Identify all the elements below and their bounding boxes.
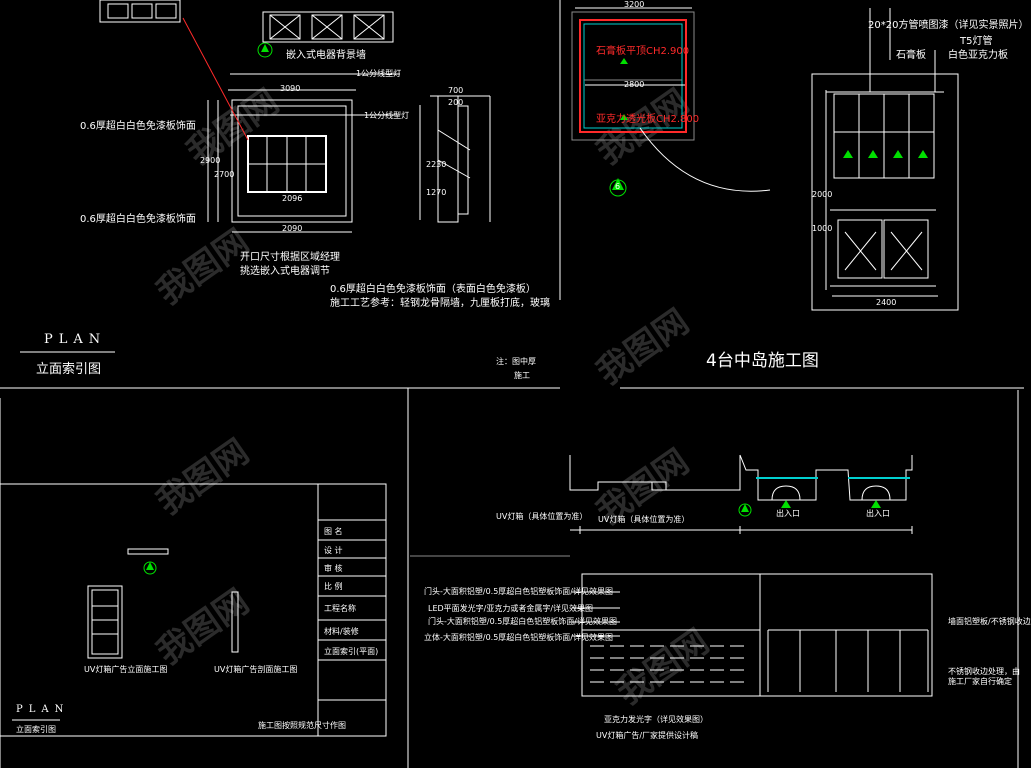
plant-icon <box>918 150 928 158</box>
left-label-2: 0.6厚超白白色免漆板饰面 <box>80 214 196 225</box>
right-note-3: 施工厂家自行确定 <box>948 677 1012 686</box>
plan-subtitle-bl: 立面索引图 <box>16 725 56 734</box>
dim-3090: 3090 <box>280 84 301 93</box>
dim-1270: 1270 <box>426 188 447 197</box>
acrylic-label: 白色亚克力板 <box>948 50 1008 61</box>
plant-icon <box>868 150 878 158</box>
short-note-2: 施工 <box>514 371 530 380</box>
dim-2096: 2096 <box>282 194 303 203</box>
dim-200: 200 <box>448 98 464 107</box>
embedded-appliance-wall-elevation <box>99 0 491 233</box>
plant-icon <box>893 150 903 158</box>
arrow-up-icon <box>781 500 791 508</box>
index-marker-icon <box>741 504 749 512</box>
title-block-row: 工程名称 <box>324 604 356 613</box>
ceiling-label-1: 石膏板平顶CH2.900 <box>596 46 690 57</box>
dim-2230: 2230 <box>426 160 447 169</box>
dim-mid: 2800 <box>624 80 645 89</box>
island-title: 4台中岛施工图 <box>706 351 819 371</box>
left-note-4: 立体-大面积铝塑/0.5厚超白色铝塑板饰面/详见效果图 <box>424 633 613 642</box>
arrow-up-icon <box>871 500 881 508</box>
footer-note: 施工图按照规范尺寸作图 <box>258 721 346 730</box>
left-label-1: 0.6厚超白白色免漆板饰面 <box>80 121 196 132</box>
title-block-row: 设 计 <box>324 546 343 555</box>
bottom-note-2: UV灯箱广告/厂家提供设计稿 <box>596 731 699 740</box>
index-marker-icon <box>620 58 628 64</box>
entry-label-1: 出入口 <box>776 509 800 518</box>
opening-note-2: 挑选嵌入式电器调节 <box>240 266 330 277</box>
caption-elevation: UV灯箱广告立面施工图 <box>84 665 168 674</box>
title-block-row: 图 名 <box>324 527 343 536</box>
dim-right-2400: 2400 <box>876 298 897 307</box>
caption-section: UV灯箱广告剖面施工图 <box>214 665 298 674</box>
panel-note: 0.6厚超白白色免漆板饰面（表面白色免漆板） <box>330 284 536 295</box>
title-block-row: 比 例 <box>324 582 343 591</box>
dim-2700: 2700 <box>214 170 235 179</box>
dim-top: 3200 <box>624 0 645 9</box>
light-label-2: 1公分线型灯 <box>364 111 410 120</box>
left-note-2: LED平面发光字/亚克力或者金属字/详见效果图 <box>428 604 594 613</box>
dim-right-2000: 2000 <box>812 190 833 199</box>
index-marker-icon <box>261 44 269 52</box>
uv-lightbox-drawing <box>0 388 409 768</box>
dim-700: 700 <box>448 86 464 95</box>
index-marker-icon <box>146 562 154 570</box>
right-note-1: 墙面铝塑板/不锈钢收边 <box>948 617 1031 626</box>
plan-label-bl: PLAN <box>16 704 70 715</box>
short-note-1: 注：图中厚 <box>496 357 536 366</box>
plant-icon <box>843 150 853 158</box>
bottom-note-1: 亚克力发光字（详见效果图） <box>604 715 708 724</box>
entry-label-2: 出入口 <box>866 509 890 518</box>
store-front-elevation <box>410 390 1019 768</box>
island-construction-drawing <box>571 7 959 311</box>
marker-number: 6 <box>615 182 621 191</box>
craft-note: 施工工艺参考：轻钢龙骨隔墙，九厘板打底，玻璃 <box>330 298 550 309</box>
opening-note-1: 开口尺寸根据区域经理 <box>240 252 340 263</box>
uv-dim-label-2: UV灯箱（具体位置为准） <box>598 515 690 524</box>
right-note-2: 不锈钢收边处理，由 <box>948 667 1020 676</box>
index-marker-icon <box>620 114 628 120</box>
wall-title: 嵌入式电器背景墙 <box>286 50 366 61</box>
ceiling-label-2: 亚克力透光板CH2.800 <box>596 114 700 125</box>
index-marker-icon <box>612 178 624 190</box>
left-note-1: 门头-大面积铝塑/0.5厚超白色铝塑板饰面/详见效果图 <box>424 587 613 596</box>
dim-right-1000: 1000 <box>812 224 833 233</box>
dim-2090: 2090 <box>282 224 303 233</box>
plan-subtitle: 立面索引图 <box>36 362 102 377</box>
title-block-row: 材料/装修 <box>324 627 359 636</box>
light-label-1: 1公分线型灯 <box>356 69 402 78</box>
pipe-label: 20*20方管喷图漆（详见实景照片） <box>868 20 1029 31</box>
t5-label: T5灯管 <box>960 36 993 47</box>
title-block-row: 审 核 <box>324 564 343 573</box>
plan-label: PLAN <box>44 332 107 347</box>
gypsum-label: 石膏板 <box>896 50 926 61</box>
dim-2900: 2900 <box>200 156 221 165</box>
left-note-3: 门头-大面积铝塑/0.5厚超白色铝塑板饰面/详见效果图 <box>428 617 617 626</box>
title-block-row: 立面索引(平面) <box>324 647 379 656</box>
uv-dim-label-1: UV灯箱（具体位置为准） <box>496 512 588 521</box>
